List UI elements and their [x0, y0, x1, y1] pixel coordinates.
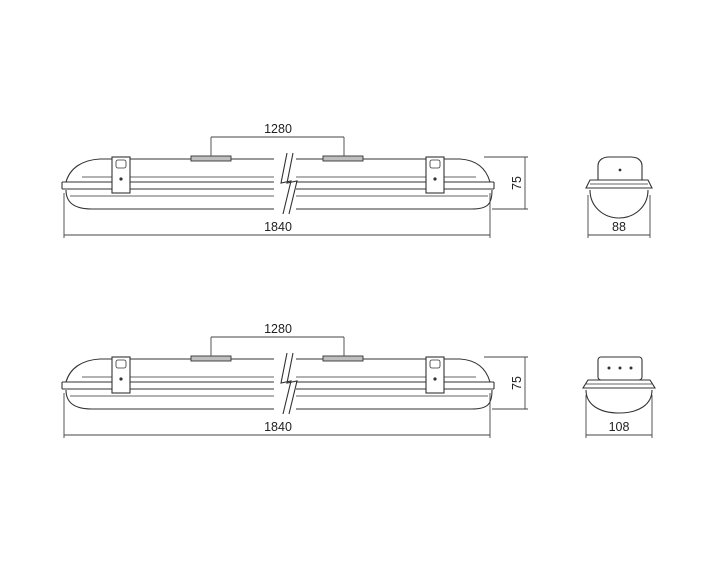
end-bracket-right-a — [425, 156, 445, 194]
fixture-a-side-view: 1280 1840 75 — [61, 122, 528, 238]
break-symbol-a — [274, 152, 298, 216]
dim-end-width-b — [585, 395, 653, 438]
end-housing-a — [597, 156, 643, 181]
mounting-clip-right-a — [322, 155, 364, 162]
end-width-label-b: 108 — [609, 420, 630, 434]
mounting-clip-left-b — [190, 355, 232, 362]
clip-spacing-label-b: 1280 — [264, 322, 292, 336]
end-bracket-right-b — [425, 356, 445, 394]
fixture-a-end-view: 88 — [585, 156, 653, 238]
end-diffuser-b — [585, 389, 653, 414]
height-label-b: 75 — [510, 376, 524, 390]
dim-height-a — [484, 156, 528, 210]
fixture-b-side-view: 1280 1840 75 — [61, 322, 528, 438]
clip-spacing-label-a: 1280 — [264, 122, 292, 136]
length-label-b: 1840 — [264, 420, 292, 434]
mounting-clip-left-a — [190, 155, 232, 162]
height-label-a: 75 — [510, 176, 524, 190]
break-symbol-b — [274, 352, 298, 416]
dim-clip-spacing-b — [210, 336, 345, 356]
length-label-a: 1840 — [264, 220, 292, 234]
dim-end-width-a — [587, 195, 651, 238]
fixture-b-end-view: 108 — [582, 356, 656, 438]
dim-clip-spacing-a — [210, 136, 345, 156]
dim-length-a — [63, 193, 491, 238]
dim-height-b — [484, 356, 528, 410]
mounting-clip-right-b — [322, 355, 364, 362]
end-diffuser-a — [589, 189, 649, 219]
end-bracket-left-b — [111, 356, 131, 394]
end-width-label-a: 88 — [612, 220, 626, 234]
end-bracket-left-a — [111, 156, 131, 194]
dim-length-b — [63, 393, 491, 438]
